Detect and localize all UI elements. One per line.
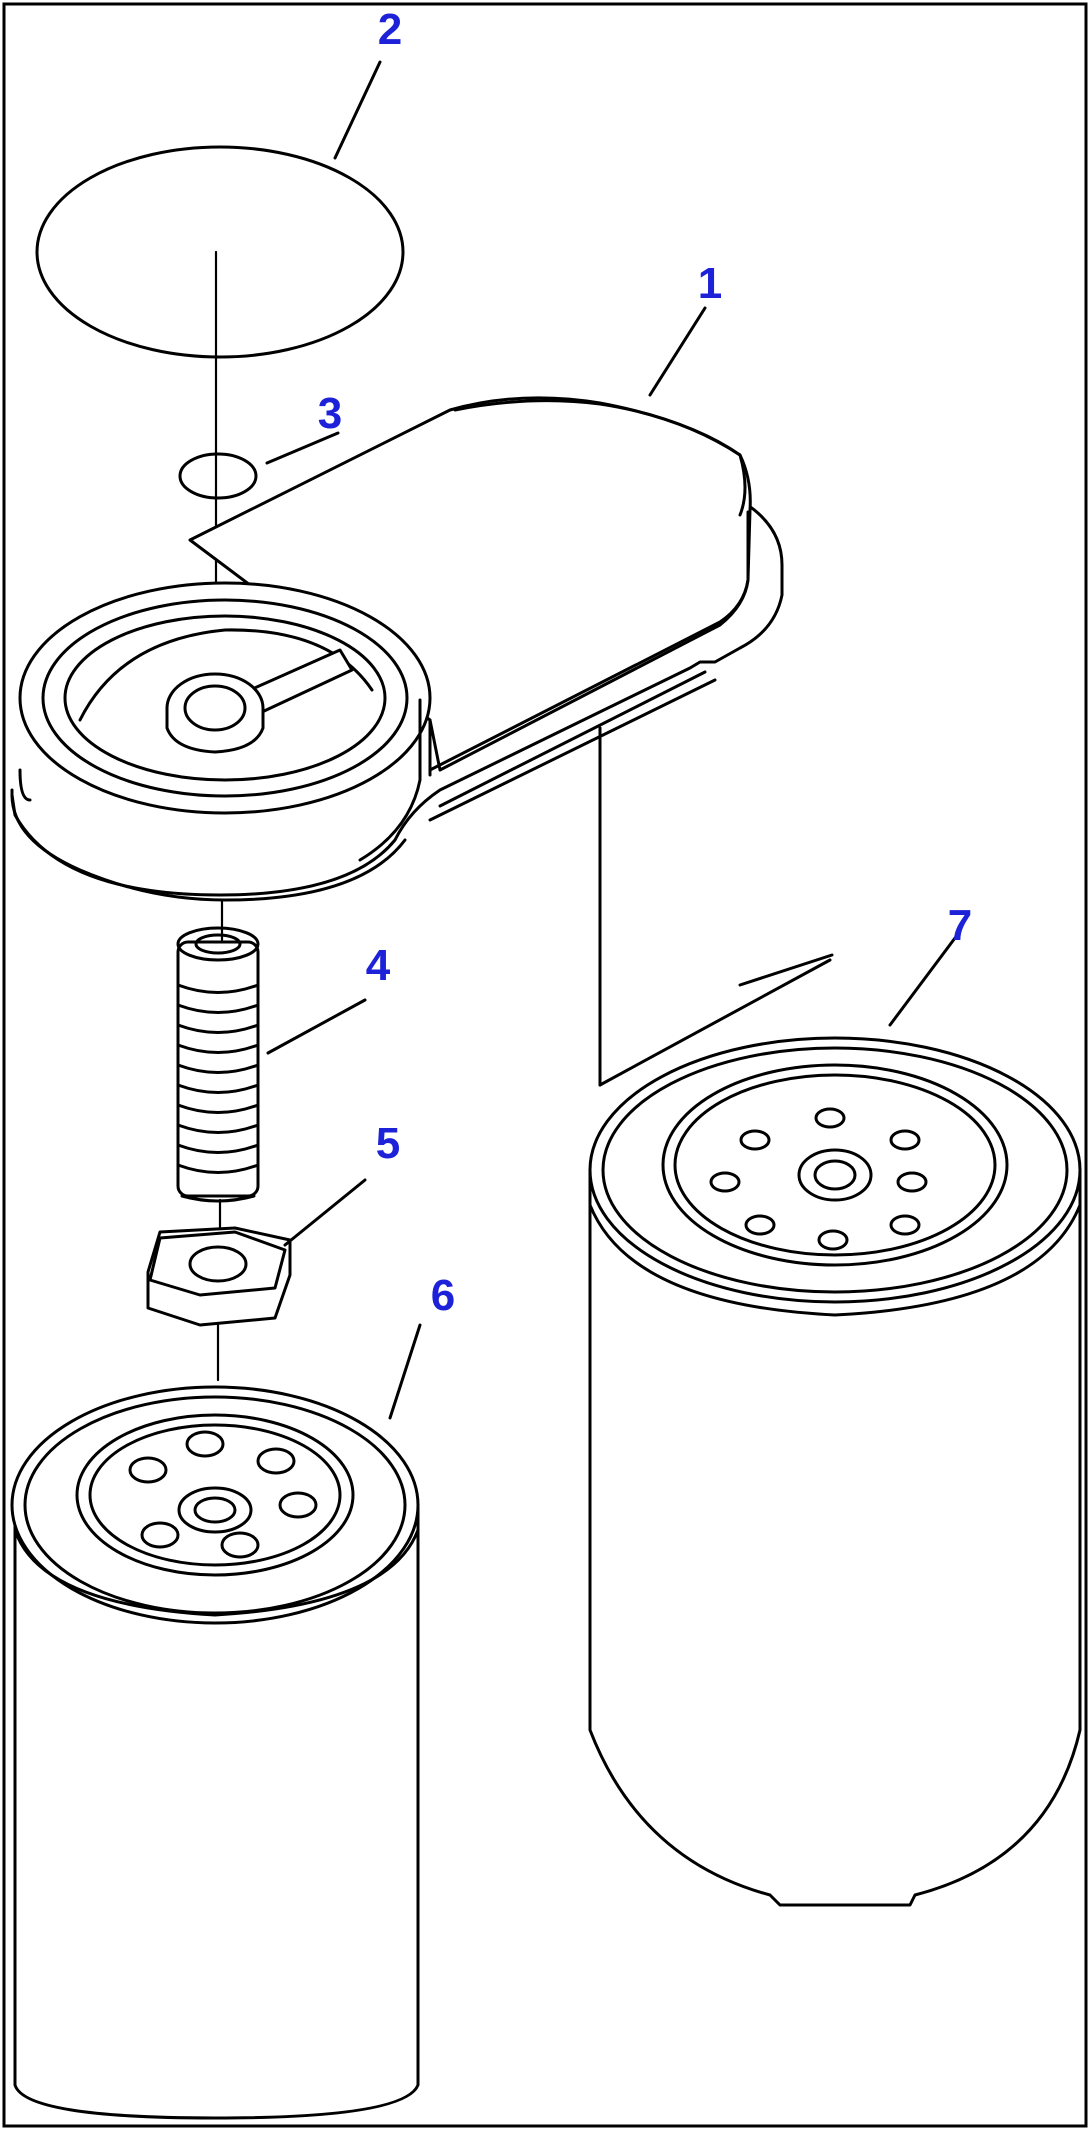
part-3-seal: [178, 452, 258, 500]
part-2-cover-disc: [35, 145, 405, 359]
callout-7: 7: [948, 901, 972, 950]
leader-lines: [265, 60, 957, 1420]
callout-6: 6: [431, 1271, 455, 1320]
callout-2: 2: [378, 5, 402, 54]
part-6-fuel-filter: [10, 1385, 420, 2120]
callout-5: 5: [376, 1119, 400, 1168]
callout-labels: 2 3 1 4 5 6 7: [318, 5, 972, 1320]
callout-3: 3: [318, 389, 342, 438]
part-7-oil-filter: [588, 1036, 1082, 1907]
part-5-hex-nut: [146, 1226, 292, 1382]
callout-4: 4: [366, 941, 391, 990]
part-4-threaded-nipple: [176, 926, 260, 1203]
callout-1: 1: [698, 259, 722, 308]
part-1-filter-head: [10, 396, 834, 1087]
